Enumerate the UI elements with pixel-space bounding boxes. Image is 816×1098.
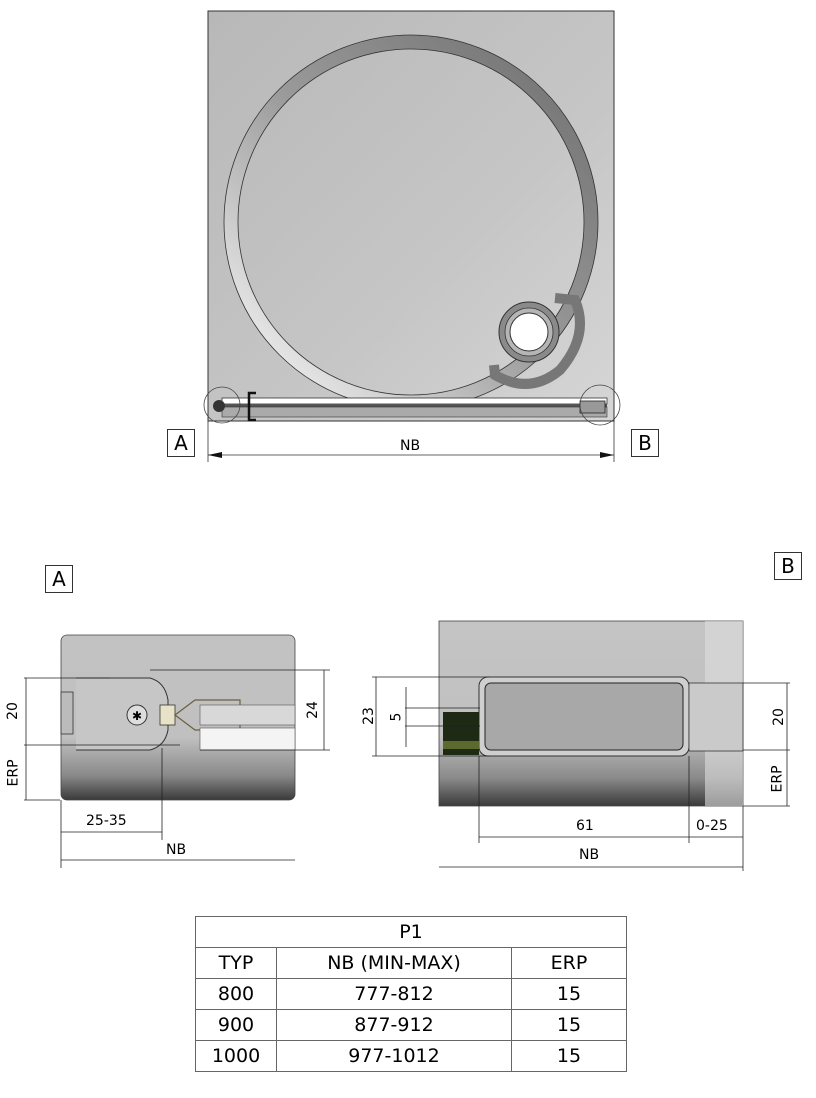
detail-b-title: B <box>774 552 802 580</box>
detail-b-dim-20: 20 <box>770 708 787 726</box>
table-row: 800 777-812 15 <box>195 978 627 1010</box>
cell-nb: 777-812 <box>276 978 512 1010</box>
detail-a-dim-20: 20 <box>4 702 21 720</box>
cell-typ: 900 <box>195 1009 277 1041</box>
table-row: 1000 977-1012 15 <box>195 1040 627 1072</box>
overview-drawing: NB A B <box>0 0 816 470</box>
overview-nb-label: NB <box>400 438 421 454</box>
header-erp: ERP <box>511 947 627 979</box>
detail-a-section: ✱ <box>24 634 330 868</box>
detail-marker-b[interactable]: B <box>631 429 659 457</box>
detail-a-drawing: ✱ 20 ERP 24 25-35 NB <box>0 630 340 870</box>
cell-nb: 977-1012 <box>276 1040 512 1072</box>
dimension-table: P1 TYP NB (MIN-MAX) ERP 800 777-812 15 9… <box>195 916 627 1072</box>
table-header-row: TYP NB (MIN-MAX) ERP <box>195 947 627 979</box>
shower-tray-top-view <box>203 10 621 462</box>
detail-b-section <box>372 620 790 871</box>
header-nb: NB (MIN-MAX) <box>276 947 512 979</box>
detail-b-dim-0-25: 0-25 <box>696 818 728 834</box>
cell-typ: 800 <box>195 978 277 1010</box>
detail-b-dim-erp: ERP <box>769 765 786 793</box>
cell-erp: 15 <box>511 978 627 1010</box>
table-row: 900 877-912 15 <box>195 1009 627 1041</box>
detail-a-dim-nb: NB <box>166 842 187 858</box>
detail-b-dim-61: 61 <box>576 818 594 834</box>
detail-a-dim-erp: ERP <box>5 759 22 787</box>
table-title: P1 <box>195 916 627 948</box>
svg-text:✱: ✱ <box>132 709 142 723</box>
cell-nb: 877-912 <box>276 1009 512 1041</box>
header-typ: TYP <box>195 947 277 979</box>
detail-marker-a[interactable]: A <box>167 429 195 457</box>
detail-a-dim-25-35: 25-35 <box>86 813 127 829</box>
cell-erp: 15 <box>511 1009 627 1041</box>
cell-erp: 15 <box>511 1040 627 1072</box>
detail-a-dim-24: 24 <box>304 701 321 719</box>
detail-b-dim-23: 23 <box>360 707 377 725</box>
detail-a-title: A <box>45 565 73 593</box>
detail-b-dim-5: 5 <box>388 712 405 722</box>
cell-typ: 1000 <box>195 1040 277 1072</box>
detail-b-drawing: 23 5 20 ERP 61 0-25 NB <box>360 615 816 875</box>
detail-b-dim-nb: NB <box>579 847 600 863</box>
